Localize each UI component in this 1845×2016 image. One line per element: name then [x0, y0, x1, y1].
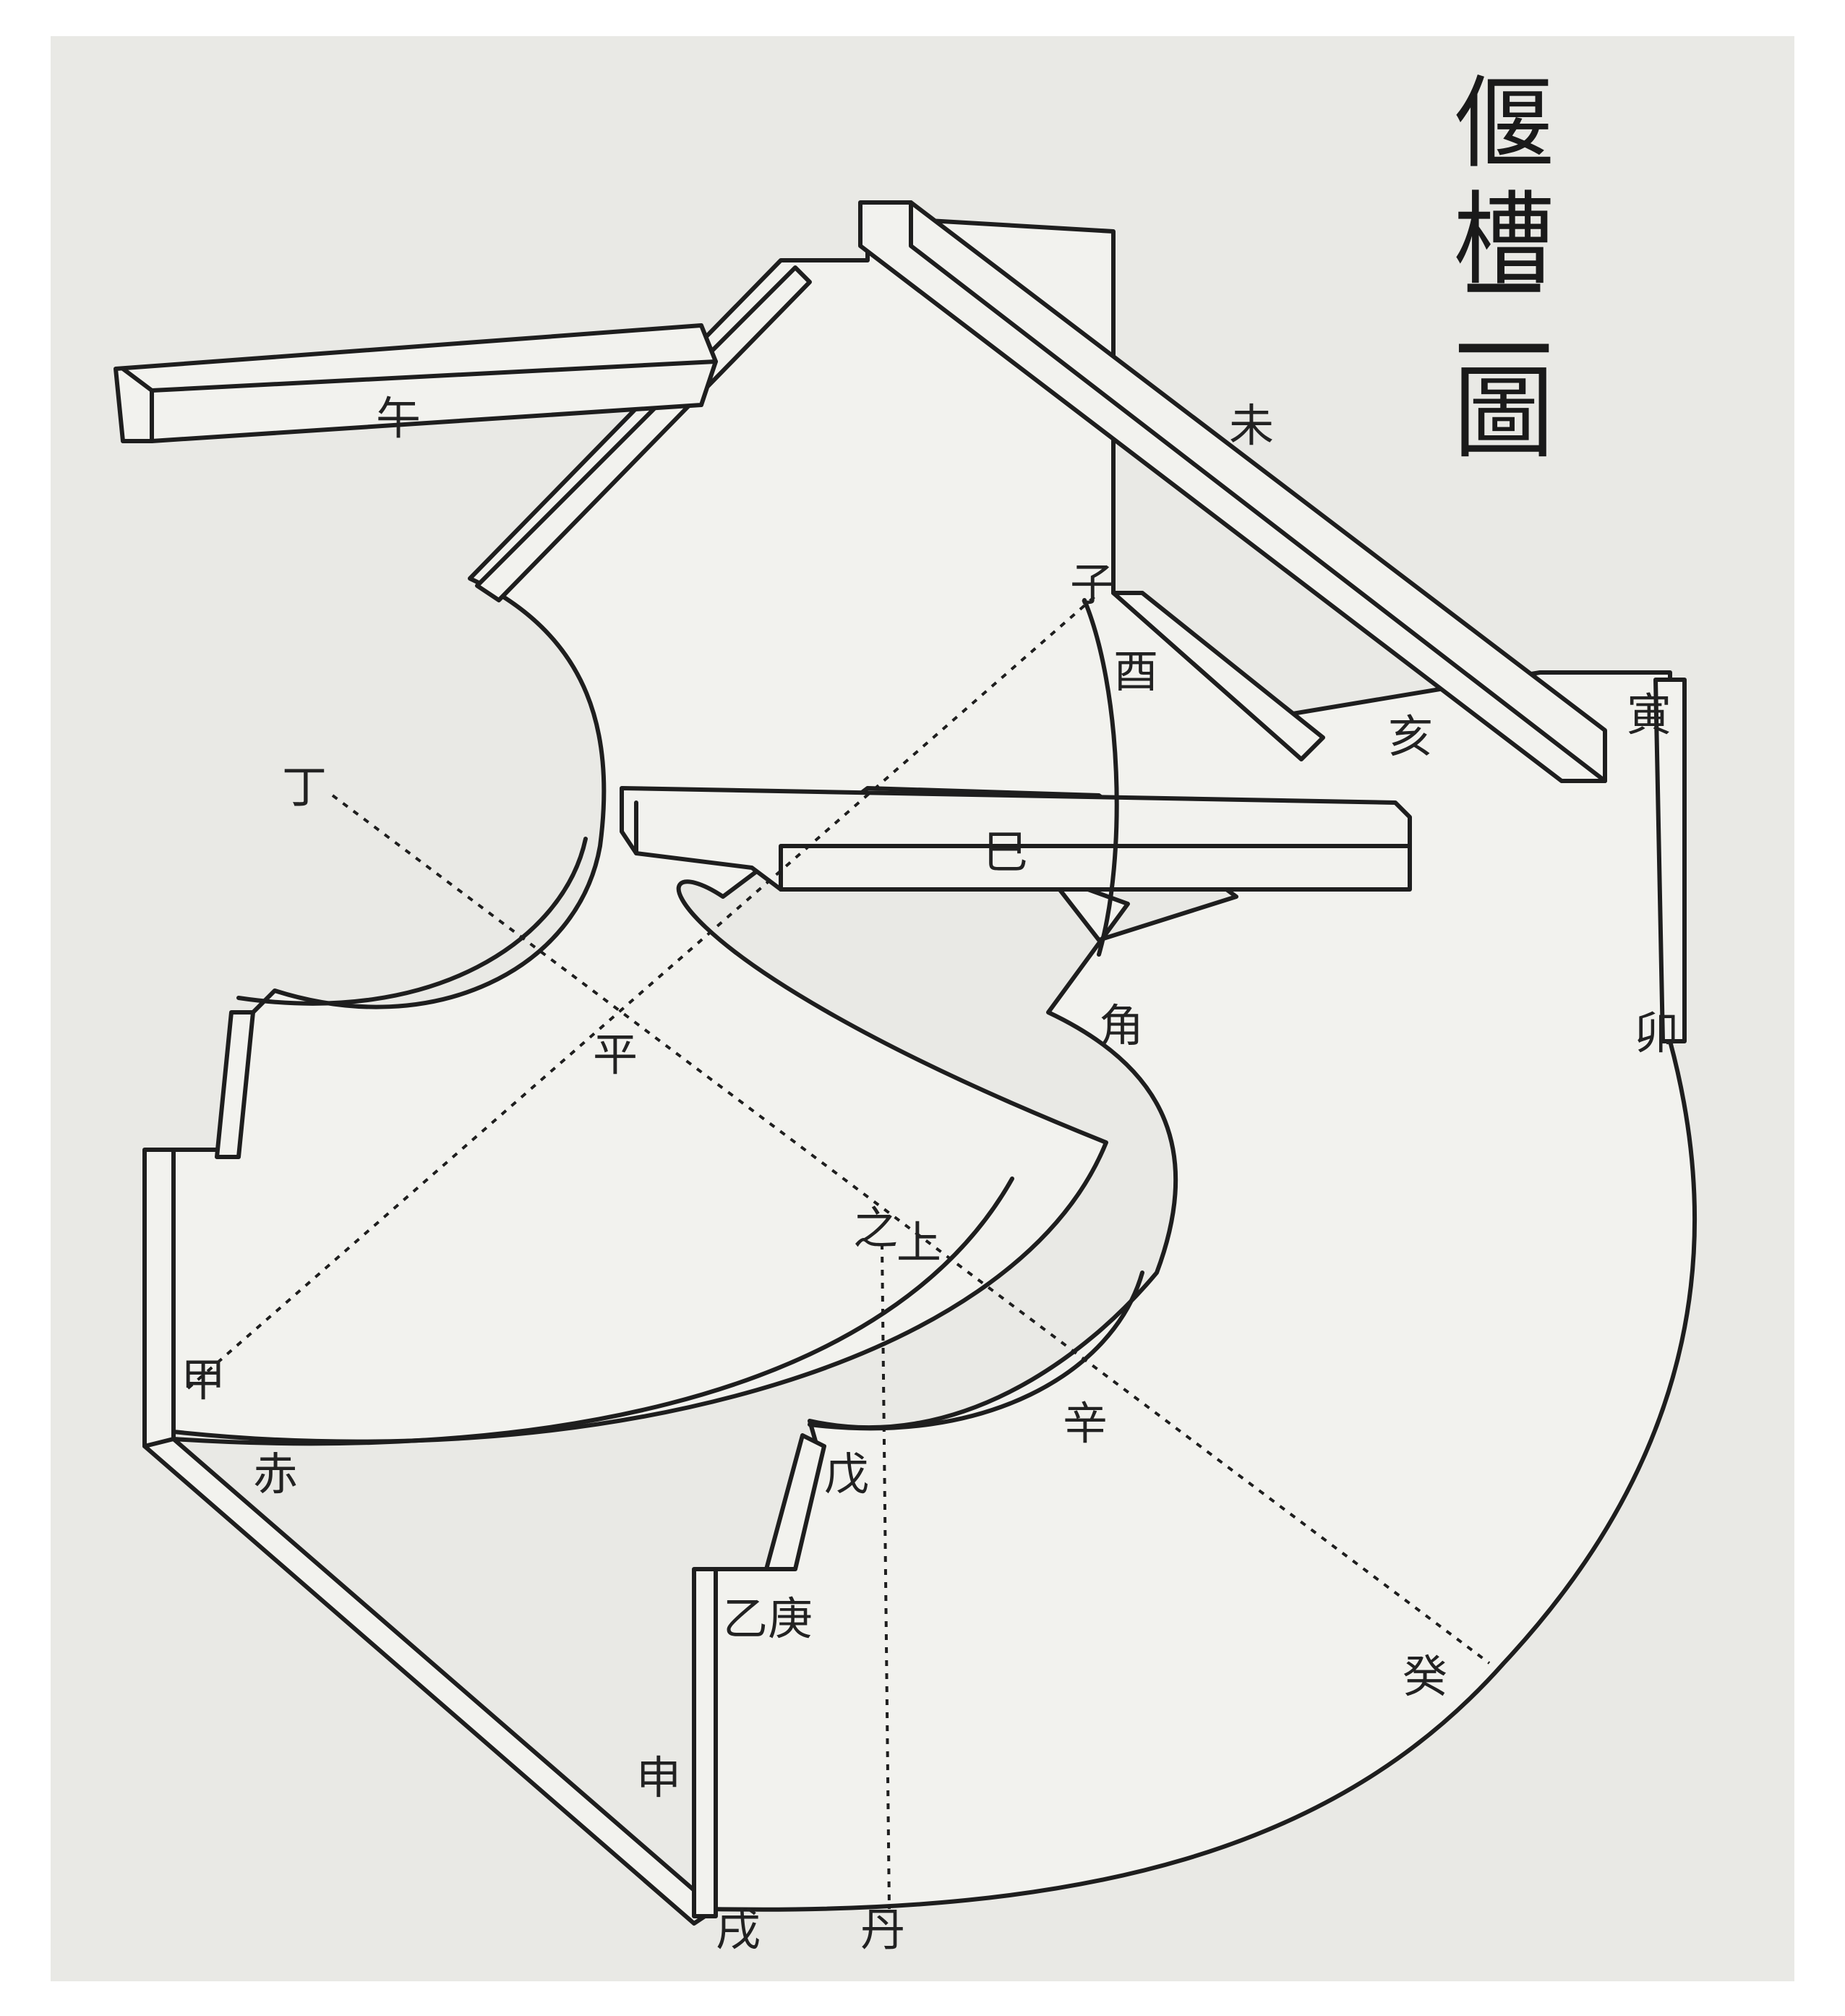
title-char-2: 槽 — [1453, 181, 1554, 299]
beam-si-edge — [634, 800, 1412, 892]
label-wu2: 戊 — [824, 1448, 869, 1500]
wall-left-vertical — [142, 1148, 176, 1448]
label-xu: 戌 — [716, 1903, 761, 1956]
label-gui: 癸 — [1403, 1650, 1447, 1703]
title-block: 偃 槽 二 圖 — [1453, 66, 1554, 473]
label-dan: 丹 — [860, 1903, 905, 1956]
label-ping: 平 — [593, 1028, 638, 1081]
label-xin: 辛 — [1063, 1397, 1108, 1450]
label-you: 酉 — [1113, 645, 1158, 698]
beam-wu-side — [121, 359, 718, 443]
label-zhi: 之 — [853, 1202, 898, 1255]
beam-wei-edge — [909, 200, 1607, 783]
arc-you — [1082, 598, 1119, 957]
label-jia: 甲 — [181, 1354, 226, 1406]
wall-right-vertical — [1653, 678, 1687, 1043]
trough-outline — [157, 215, 1698, 1912]
beam-hai — [1111, 591, 1325, 761]
label-mao: 卯 — [1634, 1007, 1679, 1059]
label-si: 巳 — [983, 826, 1028, 879]
label-ding: 丁 — [282, 761, 327, 813]
wall-lower-diagonal — [764, 1433, 826, 1571]
wall-notch-left — [215, 1010, 255, 1159]
label-yin: 寅 — [1627, 688, 1671, 741]
label-zi: 子 — [1070, 558, 1115, 611]
title-char-4: 圖 — [1453, 355, 1554, 473]
title-char-3: 二 — [1453, 261, 1554, 379]
arc-upper-left — [236, 837, 588, 1006]
wall-lower-notch — [692, 1567, 718, 1918]
arc-lower-right — [808, 1270, 1144, 1431]
label-chi: 赤 — [253, 1448, 298, 1500]
label-wei: 未 — [1229, 399, 1274, 452]
title-char-1: 偃 — [1453, 66, 1554, 184]
beam-wu — [114, 323, 718, 443]
label-jiao: 角 — [1099, 999, 1144, 1052]
label-shang: 上 — [896, 1216, 941, 1269]
dotted-line-jia-you — [187, 591, 1100, 1390]
label-wu: 午 — [376, 392, 421, 445]
arc-lower-left — [171, 1176, 1014, 1446]
label-shen: 申 — [636, 1751, 681, 1804]
label-yigeng: 乙庚 — [723, 1592, 813, 1645]
label-hai: 亥 — [1388, 710, 1433, 763]
